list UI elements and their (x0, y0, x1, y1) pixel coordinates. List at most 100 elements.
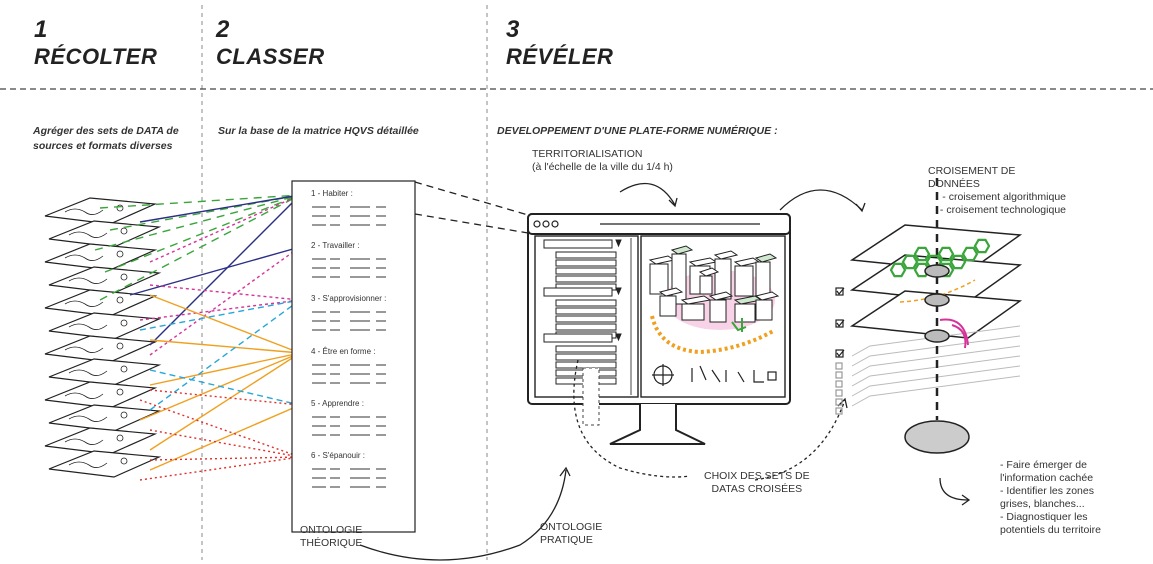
data-sheet (48, 266, 162, 294)
data-sheet (44, 197, 158, 225)
city-block-top (708, 291, 734, 301)
step-1-intro-line: Agréger des sets de DATA de (33, 125, 179, 137)
link-line (149, 284, 301, 301)
onto-pratique-line: ONTOLOGIE (540, 521, 603, 533)
result-line: - Diagnostiquer les (1000, 511, 1088, 523)
result-line: - Faire émerger de (1000, 459, 1087, 471)
link-line (149, 339, 301, 354)
empty-layer (851, 345, 1021, 377)
list-row (555, 299, 617, 307)
link-line (139, 456, 301, 481)
city-block (714, 258, 732, 300)
check-icon (836, 349, 845, 358)
sheet-drawing (68, 277, 108, 284)
checkbox-empty (835, 389, 843, 397)
croisement-algo: - croisement algorithmique (942, 191, 1066, 203)
link-line (139, 299, 301, 331)
city-block-top (754, 291, 780, 301)
link-line (149, 299, 301, 411)
sheet-drawing (64, 392, 104, 399)
checkbox-empty (835, 407, 843, 415)
city-3d-map (648, 245, 780, 355)
list-header (543, 333, 613, 343)
list-row (555, 251, 617, 259)
hex-cell (961, 246, 979, 262)
croisement-title: CROISEMENT DE DONNÉES (928, 165, 1016, 190)
city-block-top (698, 267, 720, 277)
sheet-drawing (68, 415, 108, 422)
data-sheet (48, 312, 162, 340)
territorialisation-title: TERRITORIALISATION (532, 148, 643, 160)
result-line: grises, blanches... (1000, 498, 1085, 510)
selection-marker (582, 367, 600, 426)
link-line (149, 352, 301, 386)
category-apprendre: 5 - Apprendre : (311, 399, 364, 408)
territorialisation-scale: (à l'échelle de la ville du 1/4 h) (532, 161, 673, 173)
city-block (659, 295, 677, 317)
result-line: l'information cachée (1000, 472, 1094, 484)
city-block (734, 303, 756, 323)
list-row (555, 361, 617, 369)
ontologie-pratique-label: ONTOLOGIE PRATIQUE (540, 521, 602, 547)
category-epanouir: 6 - S'épanouir : (311, 451, 366, 460)
chevron-down-icon (615, 239, 622, 248)
layer-drawings (899, 264, 976, 349)
category-habiter: 1 - Habiter : (311, 189, 353, 198)
link-line (149, 352, 301, 451)
check-icon (836, 287, 845, 296)
checkbox-checked (835, 349, 844, 358)
link-line (149, 246, 301, 356)
link-line (129, 246, 301, 296)
step-1-title: RÉCOLTER (34, 44, 158, 69)
category-travailler: 2 - Travailler : (311, 241, 360, 250)
step-3-title: RÉVÉLER (506, 44, 614, 69)
ontologie-theorique-label: ONTOLOGIE THÉORIQUE (300, 524, 362, 550)
empty-layer (851, 325, 1021, 357)
sheet-drawing (64, 438, 104, 445)
city-block (699, 275, 713, 295)
list-row (555, 315, 617, 323)
empty-layer (851, 335, 1021, 367)
ontology-panel (291, 180, 416, 533)
data-sheet (44, 427, 158, 455)
results-list: - Faire émerger de l'information cachée … (1000, 459, 1101, 537)
sheet-drawing (116, 250, 124, 258)
link-line (104, 194, 301, 273)
data-sheet (44, 243, 158, 271)
link-line (149, 294, 301, 354)
city-block-top (670, 245, 694, 255)
sheet-drawing (116, 296, 124, 304)
city-block (681, 303, 705, 321)
link-line (149, 404, 301, 471)
base-ellipse (904, 420, 970, 454)
sheet-drawing (68, 461, 108, 468)
list-row (555, 259, 617, 267)
step-3-number: 3 (506, 16, 520, 43)
empty-layer (851, 365, 1021, 397)
hex-pattern (889, 238, 991, 278)
layer-checkboxes (835, 287, 845, 415)
sheet-drawing (64, 208, 104, 215)
sheet-drawing (68, 369, 108, 376)
link-line (149, 194, 301, 346)
choix-line: DATAS CROISÉES (711, 483, 803, 495)
step-2-intro: Sur la base de la matrice HQVS détaillée (218, 125, 419, 137)
city-block (734, 265, 754, 297)
link-line (139, 194, 301, 223)
onto-theorique-line: ONTOLOGIE (300, 524, 363, 536)
step-1-number: 1 (34, 16, 48, 43)
list-row (555, 275, 617, 283)
sheet-drawing (120, 319, 128, 327)
data-sheet (48, 404, 162, 432)
data-sheet (48, 450, 162, 478)
list-row (555, 345, 617, 353)
sheet-drawing (64, 346, 104, 353)
checkbox-empty (835, 371, 843, 379)
city-block-top (713, 250, 739, 260)
map-toolbar-icons (652, 364, 777, 386)
data-sheets-stack (44, 197, 162, 478)
sheet-drawing (120, 365, 128, 373)
category-approvisionner: 3 - S'approvisionner : (311, 294, 387, 303)
onto-pratique-line: PRATIQUE (540, 534, 593, 546)
